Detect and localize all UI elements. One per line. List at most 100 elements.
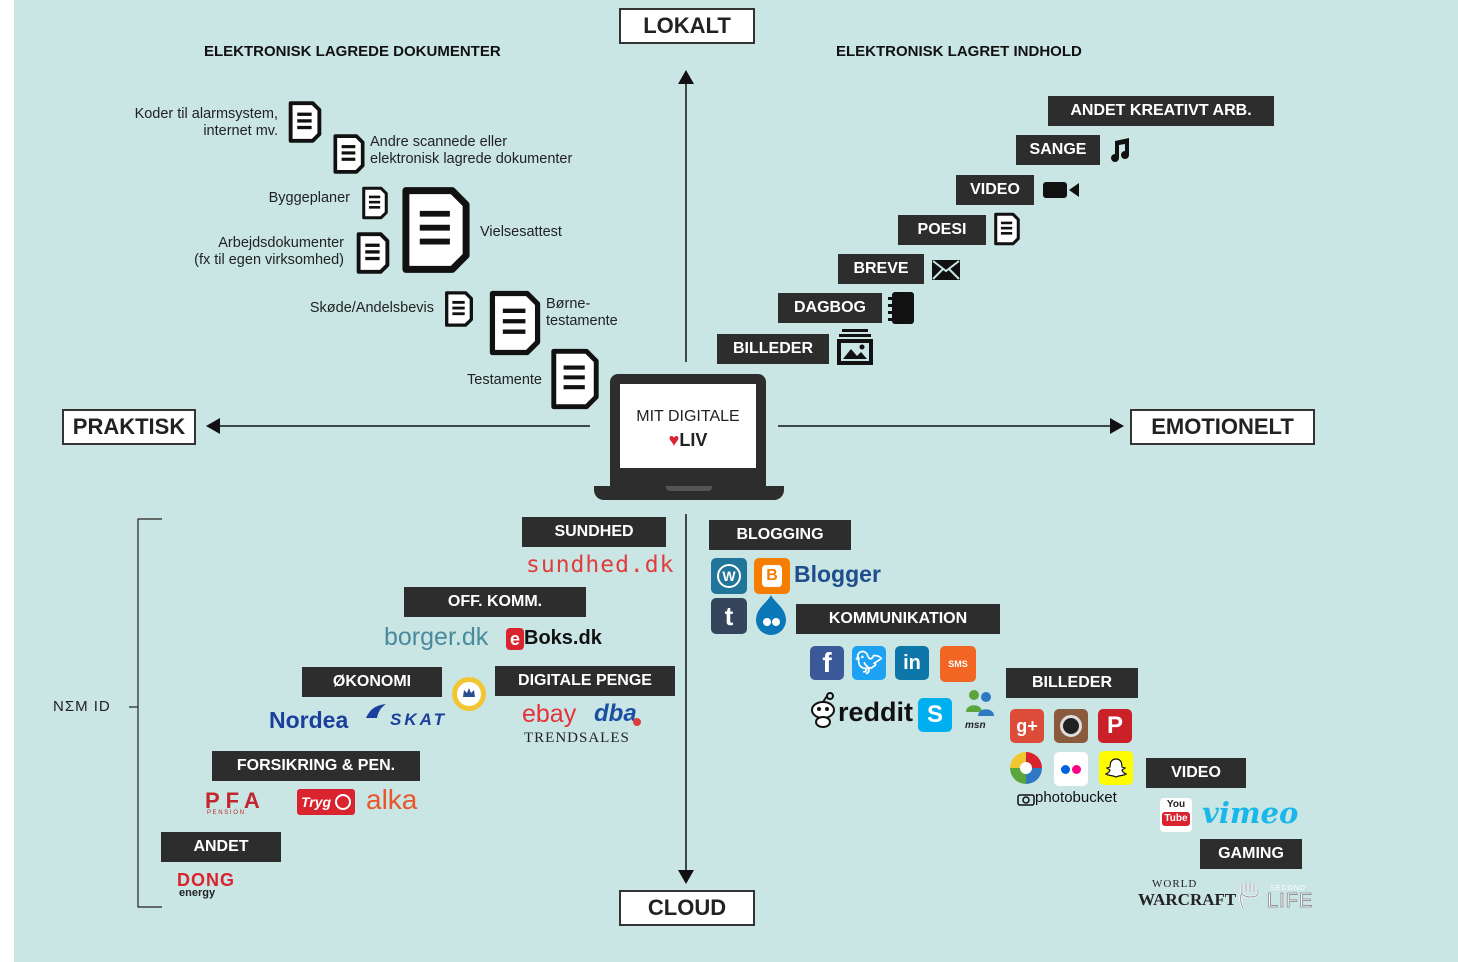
youtube-icon: You Tube: [1160, 798, 1192, 832]
tag-kommunikation: KOMMUNIKATION: [796, 604, 1000, 634]
axis-praktisk: PRAKTISK: [62, 409, 196, 445]
center-line2: LIV: [679, 430, 708, 450]
tag-poesi: POESI: [898, 215, 986, 245]
tag-andet: ANDET: [161, 832, 281, 862]
header-content: ELEKTRONISK LAGRET INDHOLD: [836, 43, 1082, 60]
center-line1: MIT DIGITALE: [636, 408, 740, 425]
doc-label-byggeplaner: Byggeplaner: [268, 190, 350, 206]
tumblr-icon: t: [711, 598, 747, 634]
tryg-logo: Tryg: [297, 789, 356, 815]
tag-sange: SANGE: [1016, 135, 1100, 165]
alka-logo: alka: [366, 784, 418, 815]
tag-oekonomi: ØKONOMI: [302, 667, 442, 697]
crown-seal-icon: [452, 677, 486, 711]
msn-people-icon: [966, 690, 994, 716]
nemid-label: NΣM ID: [53, 698, 111, 715]
tag-blogging: BLOGGING: [709, 520, 851, 550]
tag-dagbog: DAGBOG: [778, 293, 882, 323]
dong-energy-text: energy: [179, 887, 216, 899]
doc-label-boerne: Børne- testamente: [546, 296, 618, 329]
borger-logo: borger.dk: [384, 623, 489, 651]
wow-top-text: WORLD: [1152, 878, 1198, 890]
pfa-pension-text: P E N S I O N: [207, 810, 244, 816]
document-icon-large: [551, 348, 599, 410]
axis-emotionelt: EMOTIONELT: [1130, 409, 1315, 445]
video-camera-icon: [1043, 182, 1079, 198]
blogger-icon: B: [754, 558, 790, 594]
google-plus-icon: g+: [1010, 709, 1044, 743]
tag-gaming: GAMING: [1200, 839, 1302, 869]
skype-icon: S: [918, 698, 952, 732]
document-icon: [288, 101, 322, 143]
reddit-logo: reddit: [838, 697, 914, 727]
tag-forsikring: FORSIKRING & PEN.: [212, 751, 420, 781]
header-documents: ELEKTRONISK LAGREDE DOKUMENTER: [204, 43, 501, 60]
tag-billeder: BILLEDER: [717, 334, 829, 364]
twitter-icon: 🐦︎: [852, 646, 886, 680]
tryg-ring-icon: [335, 794, 352, 810]
envelope-icon: [932, 260, 960, 280]
doc-label-skoede: Skøde/Andelsbevis: [309, 300, 434, 316]
center-line2-wrap: ♥LIV: [620, 430, 756, 451]
doc-label-arbejds: Arbejdsdokumenter (fx til egen virksomhe…: [194, 235, 344, 268]
doc-label-alarm: Koder til alarmsystem, internet mv.: [134, 106, 278, 139]
pinterest-icon: P: [1098, 709, 1132, 743]
document-icon: [356, 232, 390, 274]
trendsales-logo: TRENDSALES: [524, 730, 630, 746]
nordea-logo: Nordea: [269, 707, 349, 733]
eboks-e: e: [506, 627, 525, 650]
tag-andet-kreativt: ANDET KREATIVT ARB.: [1048, 96, 1274, 126]
drupal-icon: [756, 595, 786, 635]
tag-video-cloud: VIDEO: [1146, 758, 1246, 788]
axis-lokalt: LOKALT: [619, 8, 755, 44]
eboks-text: Boks.dk: [524, 627, 602, 649]
diagram-canvas: LOKALT CLOUD PRAKTISK EMOTIONELT ELEKTRO…: [14, 0, 1458, 962]
image-gallery-icon: [837, 329, 873, 365]
eboks-logo: e Boks.dk: [506, 627, 602, 650]
heart-icon: ♥: [668, 430, 680, 450]
axes-svg: [129, 70, 1124, 908]
camera-icon: [1017, 794, 1035, 806]
instagram-icon: [1054, 709, 1088, 743]
warcraft-logo: WARCRAFT: [1138, 890, 1237, 909]
sundhed-logo: sundhed.dk: [526, 552, 675, 578]
reddit-alien-icon: [811, 692, 835, 728]
second-life-logo: LIFE: [1267, 890, 1314, 913]
axis-cloud: CLOUD: [619, 890, 755, 926]
second-life-hand-icon: [1239, 882, 1260, 909]
second-life-top-text: SECOND: [1270, 885, 1306, 892]
facebook-icon: f: [810, 646, 844, 680]
tag-video: VIDEO: [956, 175, 1034, 205]
tag-digitale-penge: DIGITALE PENGE: [495, 666, 675, 696]
linkedin-icon: in: [895, 646, 929, 680]
sms-icon: SMS: [940, 646, 976, 682]
doc-label-scanned: Andre scannede eller elektronisk lagrede…: [370, 134, 573, 167]
skat-logo: SKAT: [390, 710, 448, 729]
document-icon: [445, 291, 473, 327]
snapchat-icon: [1099, 751, 1133, 785]
tag-sundhed: SUNDHED: [522, 517, 666, 547]
notebook-icon: [888, 292, 914, 324]
nordea-sail-icon: [366, 704, 386, 718]
picasa-icon: [1010, 752, 1042, 784]
document-icon: [362, 186, 388, 220]
tag-breve: BREVE: [838, 254, 924, 284]
music-note-icon: [1111, 138, 1129, 162]
doc-label-testamente: Testamente: [467, 372, 542, 388]
document-icon-large: [489, 290, 541, 356]
document-icon: [994, 212, 1020, 246]
msn-logo: msn: [965, 720, 986, 731]
photobucket-logo: photobucket: [1035, 789, 1117, 806]
dba-dot-icon: [633, 718, 641, 726]
ebay-logo: ebay: [522, 700, 577, 728]
tag-billeder-cloud: BILLEDER: [1006, 668, 1138, 698]
dong-logo: DONG: [177, 870, 235, 890]
pfa-logo: PFA: [205, 788, 266, 813]
wordpress-icon: W: [711, 558, 747, 594]
doc-label-vielse: Vielsesattest: [480, 224, 562, 240]
tag-off-komm: OFF. KOMM.: [404, 587, 586, 617]
vimeo-logo: vimeo: [1202, 796, 1299, 830]
flickr-icon: [1054, 752, 1088, 786]
dba-logo: dba: [594, 700, 637, 727]
document-icon-large: [402, 187, 470, 273]
